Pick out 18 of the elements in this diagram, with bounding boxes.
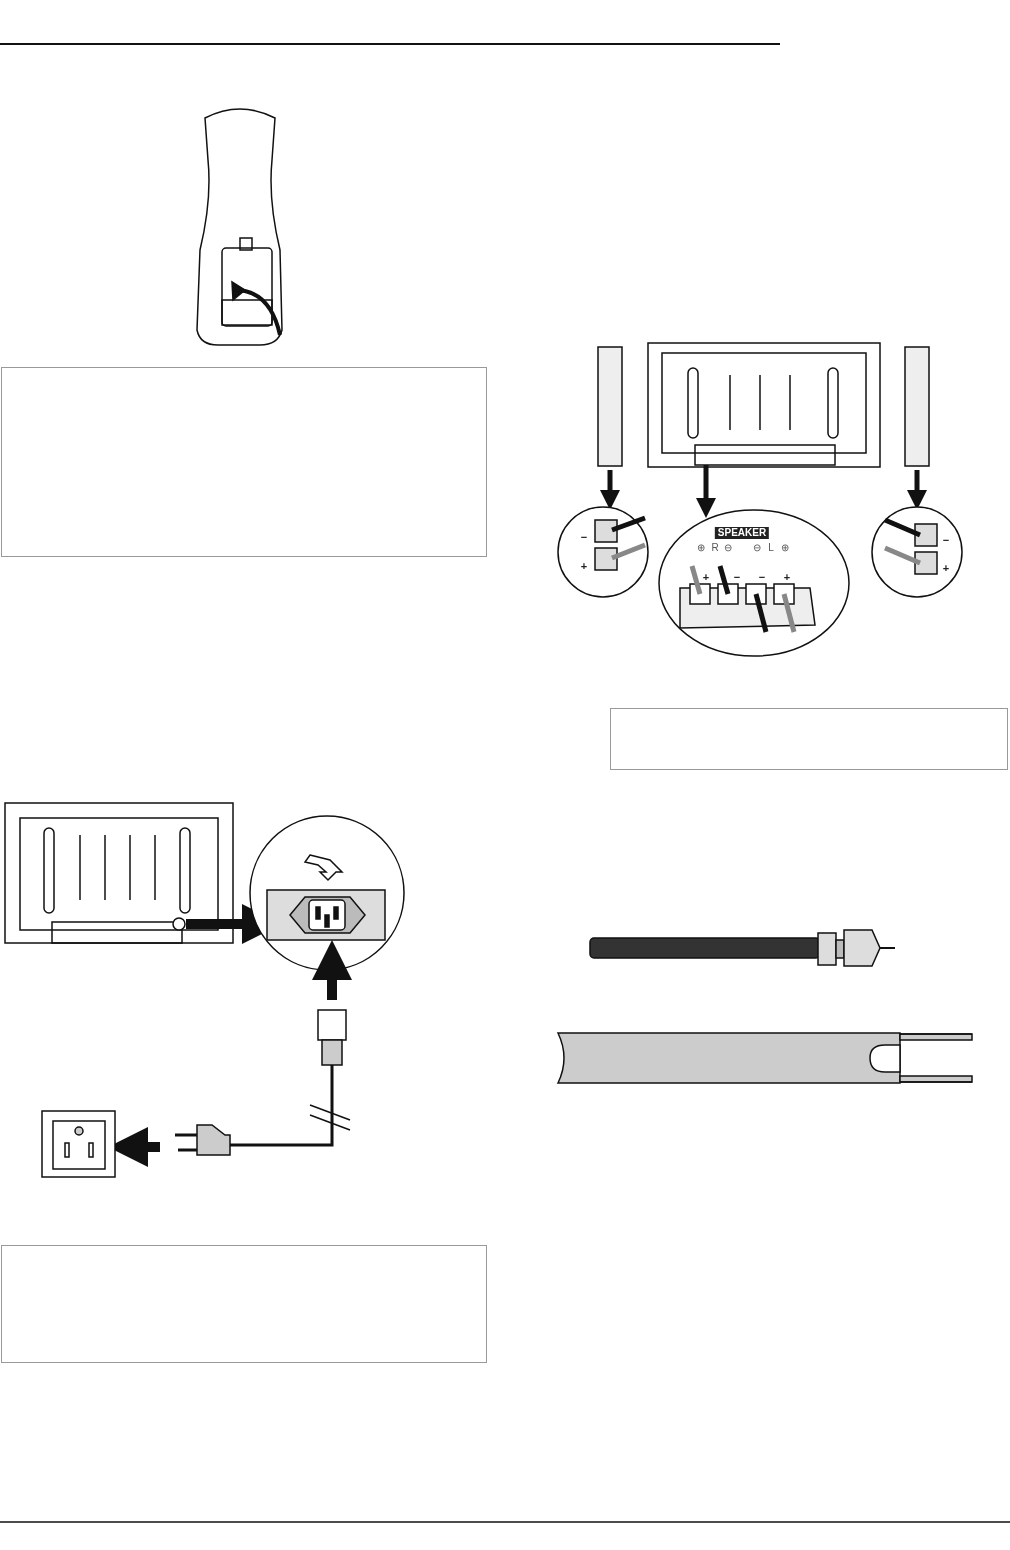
polarity-label: − (942, 534, 950, 546)
polarity-label: ⊕ (697, 542, 705, 554)
note-box (610, 708, 1008, 770)
note-box (1, 1245, 487, 1363)
polarity-label: + (783, 571, 791, 583)
polarity-label: − (733, 571, 741, 583)
panel-label: SPEAKER (714, 527, 770, 539)
polarity-label: ⊕ (781, 542, 789, 554)
polarity-label: − (580, 531, 588, 543)
polarity-label: + (942, 562, 950, 574)
polarity-label: ⊖ (724, 542, 732, 554)
channel-label: L (768, 542, 774, 554)
polarity-label: + (702, 571, 710, 583)
polarity-label: + (580, 560, 588, 572)
note-box (1, 367, 487, 557)
polarity-label: − (758, 571, 766, 583)
channel-label: R (711, 542, 719, 554)
polarity-label: ⊖ (753, 542, 761, 554)
